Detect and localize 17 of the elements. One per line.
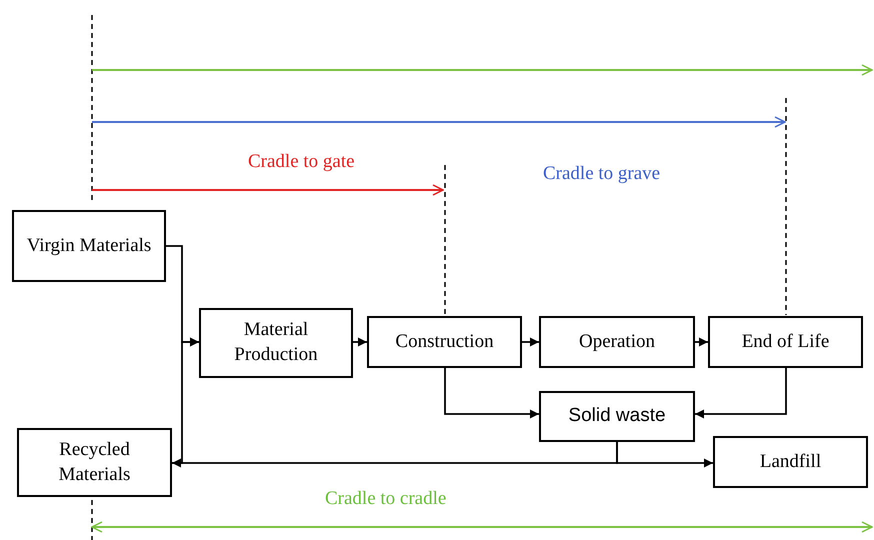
scope-label: Cradle to gate — [248, 150, 355, 174]
scope-label: Cradle to grave — [543, 162, 660, 186]
arrow — [695, 368, 787, 418]
process-box: End of Life — [708, 316, 863, 368]
arrow — [522, 338, 539, 346]
arrow — [616, 442, 713, 468]
process-box: Solid waste — [539, 391, 695, 442]
arrow — [695, 338, 708, 346]
process-box: Recycled Materials — [17, 428, 172, 497]
process-box: Landfill — [713, 436, 868, 488]
process-box: Material Production — [199, 308, 353, 378]
process-box: Operation — [539, 316, 695, 368]
arrow — [444, 368, 539, 418]
process-box: Virgin Materials — [12, 210, 166, 282]
scope-label: Cradle to cradle — [325, 487, 446, 511]
arrow — [353, 338, 367, 346]
process-box: Construction — [367, 316, 522, 368]
